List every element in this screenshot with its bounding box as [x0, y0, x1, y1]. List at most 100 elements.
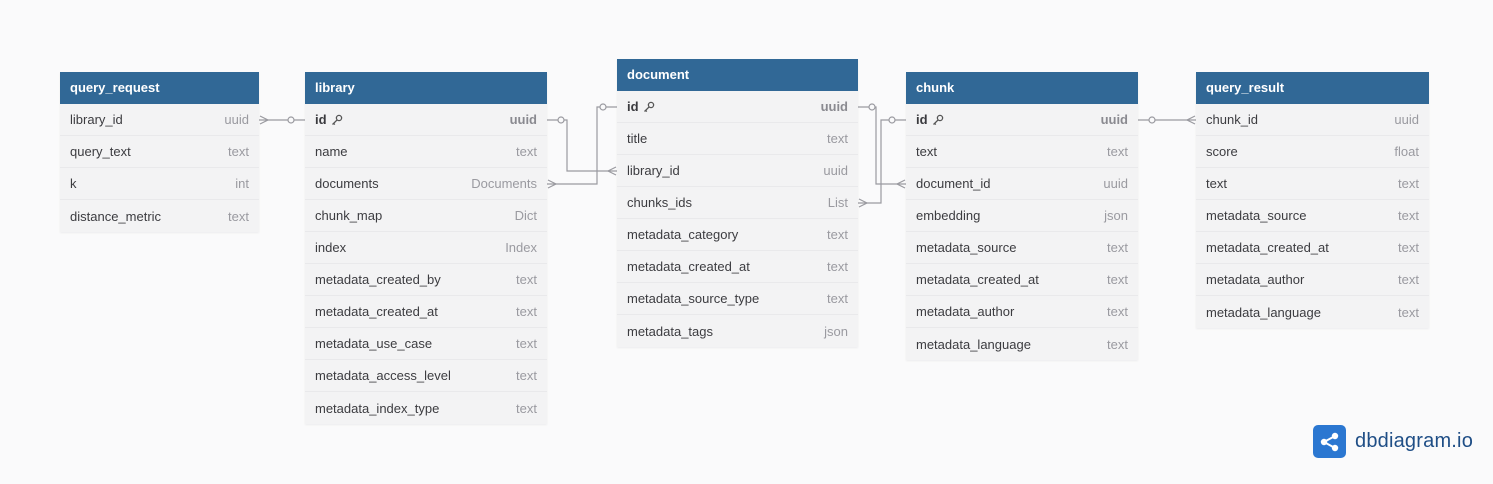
field-type: uuid: [1103, 176, 1128, 191]
field-type: float: [1394, 144, 1419, 159]
field-name: metadata_use_case: [315, 336, 433, 351]
field-name: k: [70, 176, 77, 191]
field-name: metadata_created_by: [315, 272, 441, 287]
field-type: text: [516, 144, 537, 159]
field-name: metadata_author: [916, 304, 1015, 319]
table-header[interactable]: query_result: [1196, 72, 1429, 104]
table-header[interactable]: library: [305, 72, 547, 104]
field-name: id: [315, 112, 327, 127]
table-header[interactable]: chunk: [906, 72, 1138, 104]
field-row-metadata-created-by[interactable]: metadata_created_by text: [305, 264, 547, 296]
field-type: text: [1398, 304, 1419, 320]
field-name: name: [315, 144, 348, 159]
brand-name: dbdiagram.io: [1355, 430, 1474, 452]
field-name: metadata_created_at: [315, 304, 438, 319]
field-name: id: [916, 112, 928, 127]
field-name: metadata_source: [1206, 208, 1307, 223]
field-name: text: [1206, 176, 1227, 191]
field-type: text: [1398, 240, 1419, 255]
field-type: text: [1398, 272, 1419, 287]
dbdiagram-logo[interactable]: dbdiagram.io: [1313, 425, 1473, 458]
field-name: document_id: [916, 176, 991, 191]
field-type: text: [827, 227, 848, 242]
share-network-icon: [1313, 425, 1346, 458]
field-row-metadata-created-at[interactable]: metadata_created_at text: [305, 296, 547, 328]
field-type: text: [1107, 336, 1128, 352]
field-name: chunk_map: [315, 208, 383, 223]
field-name: id: [627, 99, 639, 114]
field-type: text: [516, 304, 537, 319]
field-type: text: [516, 400, 537, 416]
field-type: uuid: [1100, 112, 1128, 127]
field-type: text: [1398, 208, 1419, 223]
field-row-index[interactable]: index Index: [305, 232, 547, 264]
field-name: metadata_index_type: [315, 400, 440, 416]
field-type: uuid: [224, 112, 249, 127]
field-type: json: [1104, 208, 1128, 223]
field-row-score[interactable]: score float: [1196, 136, 1429, 168]
field-name: index: [315, 240, 347, 255]
field-type: Index: [505, 240, 537, 255]
field-row-document-id[interactable]: document_id uuid: [906, 168, 1138, 200]
field-row-metadata-author[interactable]: metadata_author text: [1196, 264, 1429, 296]
many-end-marker: [895, 179, 906, 189]
one-end-marker: [1148, 116, 1156, 124]
field-name: query_text: [70, 144, 131, 159]
table-header[interactable]: document: [617, 59, 858, 91]
field-name: metadata_author: [1206, 272, 1305, 287]
field-type: text: [827, 291, 848, 306]
field-row-query-text[interactable]: query_text text: [60, 136, 259, 168]
field-type: text: [1107, 272, 1128, 287]
one-end-marker: [888, 116, 896, 124]
one-end-marker: [599, 103, 607, 111]
field-row-name[interactable]: name text: [305, 136, 547, 168]
table-header[interactable]: query_request: [60, 72, 259, 104]
field-row-id[interactable]: id uuid: [906, 104, 1138, 136]
field-row-metadata-source[interactable]: metadata_source text: [1196, 200, 1429, 232]
one-end-marker: [287, 116, 295, 124]
field-type: List: [827, 195, 848, 210]
field-row-metadata-language[interactable]: metadata_language text: [906, 328, 1138, 360]
field-name: score: [1206, 144, 1238, 159]
field-type: text: [516, 272, 537, 287]
field-name: documents: [315, 176, 379, 191]
field-type: text: [228, 144, 249, 159]
one-end-marker: [557, 116, 565, 124]
field-row-metadata-index-type[interactable]: metadata_index_type text: [305, 392, 547, 424]
field-name: metadata_language: [916, 336, 1031, 352]
field-name: metadata_access_level: [315, 368, 451, 383]
field-name: title: [627, 131, 648, 146]
field-type: text: [1107, 144, 1128, 159]
